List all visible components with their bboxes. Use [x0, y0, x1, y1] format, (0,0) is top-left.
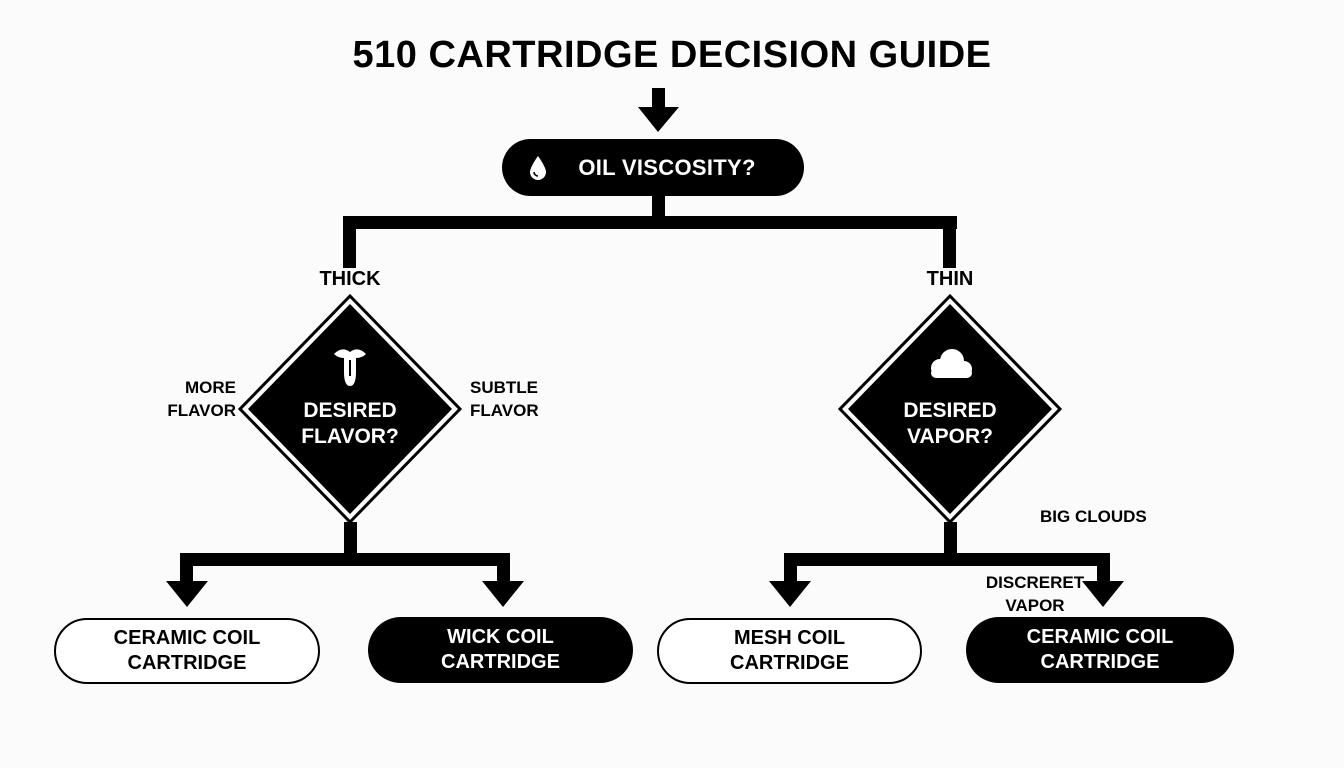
outcome-line2: CARTRIDGE — [730, 652, 849, 674]
more-flavor-line2: FLAVOR — [167, 401, 236, 420]
flavor-right-drop — [497, 553, 510, 583]
outcome-line1: MESH COIL — [733, 627, 846, 649]
more-flavor-line1: MORE — [185, 378, 236, 397]
vapor-decision-line1: DESIRED — [903, 399, 997, 422]
flavor-decision-line1: DESIRED — [303, 399, 397, 422]
flavor-decision-line2: FLAVOR? — [301, 425, 399, 448]
outcome-line1: WICK COIL — [447, 626, 554, 648]
thin-branch-label: THIN — [926, 268, 974, 290]
subtle-flavor-line2: FLAVOR — [470, 401, 539, 420]
mesh-coil-outcome: MESH COIL CARTRIDGE — [657, 618, 922, 684]
more-flavor-label: MORE FLAVOR — [152, 376, 236, 422]
vapor-right-drop — [1097, 553, 1110, 583]
title-arrow-head — [638, 107, 679, 132]
cloud-icon — [931, 349, 972, 378]
vapor-decision-text: DESIRED VAPOR? — [870, 398, 1030, 450]
page-title: 510 CARTRIDGE DECISION GUIDE — [352, 34, 992, 76]
flavor-left-arrow — [166, 581, 208, 607]
vapor-decision-line2: VAPOR? — [907, 425, 993, 448]
discreet-vapor-line1: DISCRERET — [985, 573, 1085, 592]
discreet-vapor-label: DISCRERET VAPOR — [980, 571, 1090, 617]
flavor-diamond — [248, 304, 452, 514]
wick-coil-outcome: WICK COIL CARTRIDGE — [368, 617, 633, 683]
root-stem — [652, 196, 665, 222]
subtle-flavor-label: SUBTLE FLAVOR — [470, 376, 560, 422]
ceramic-coil-outcome-thick: CERAMIC COIL CARTRIDGE — [54, 618, 320, 684]
tongue-icon — [334, 349, 366, 386]
outcome-line2: CARTRIDGE — [127, 652, 247, 674]
flavor-decision-text: DESIRED FLAVOR? — [270, 398, 430, 450]
flavor-stem — [344, 522, 357, 560]
title-arrow-shaft — [652, 88, 665, 110]
thick-drop-line — [343, 216, 356, 268]
ceramic-coil-outcome-thin: CERAMIC COIL CARTRIDGE — [966, 617, 1234, 683]
outcome-line1: CERAMIC COIL — [113, 627, 261, 649]
oil-viscosity-node: OIL VISCOSITY? — [502, 139, 804, 196]
big-clouds-label: BIG CLOUDS — [1040, 507, 1147, 526]
discreet-vapor-line2: VAPOR — [1005, 596, 1065, 615]
vapor-stem — [944, 522, 957, 560]
vapor-crossbar — [784, 553, 1110, 566]
flavor-crossbar — [180, 553, 510, 566]
flavor-left-drop — [180, 553, 193, 583]
vapor-left-drop — [784, 553, 797, 583]
thick-branch-label: THICK — [319, 268, 381, 290]
oil-viscosity-label: OIL VISCOSITY? — [578, 154, 756, 180]
outcome-line1: CERAMIC COIL — [1026, 626, 1174, 648]
outcome-line2: CARTRIDGE — [1040, 651, 1160, 673]
flavor-right-arrow — [482, 581, 524, 607]
outcome-line2: CARTRIDGE — [441, 651, 560, 673]
thin-drop-line — [943, 216, 956, 268]
vapor-left-arrow — [769, 581, 811, 607]
vapor-right-arrow — [1082, 581, 1124, 607]
droplet-icon — [530, 156, 546, 180]
vapor-diamond — [848, 304, 1052, 514]
subtle-flavor-line1: SUBTLE — [470, 378, 538, 397]
root-crossbar — [343, 216, 957, 229]
